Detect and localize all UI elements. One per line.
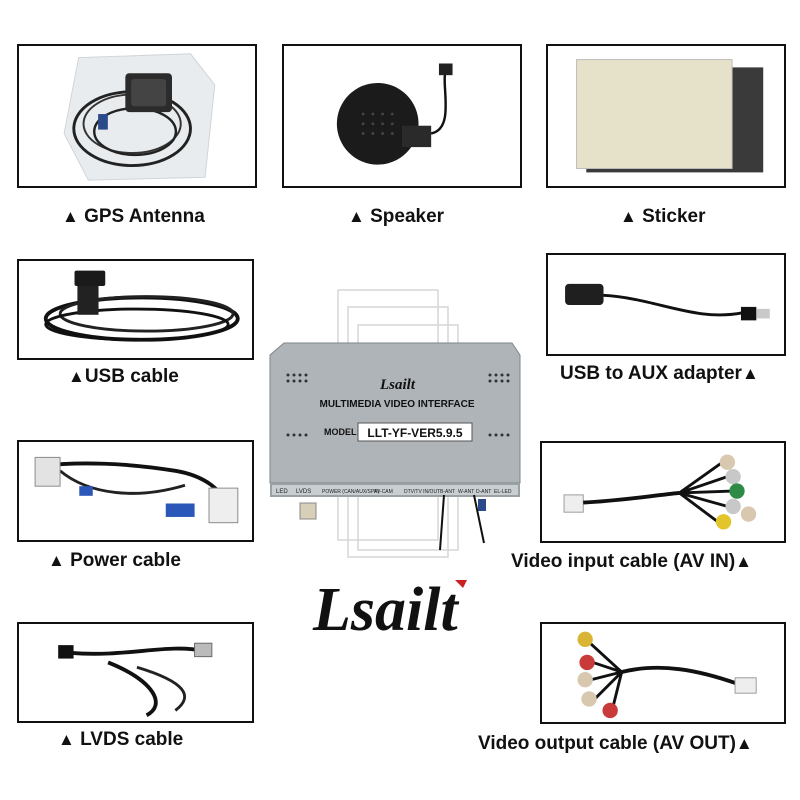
gps-antenna-caption: ▲ GPS Antenna: [62, 206, 205, 227]
port-label-dant: D-ANT: [476, 489, 491, 495]
port-label-power: POWER (CAN/AUX/SPK): [322, 489, 380, 495]
video-output-cable-photo: [540, 622, 786, 724]
gps-antenna-photo: [17, 44, 257, 188]
device-title: MULTIMEDIA VIDEO INTERFACE: [320, 399, 475, 410]
speaker-caption: ▲ Speaker: [348, 206, 445, 227]
port-label-bant: B-ANT: [440, 489, 455, 495]
device-brand: Lsailt: [379, 377, 416, 393]
power-cable-caption: ▲ Power cable: [48, 550, 181, 571]
sticker-caption: ▲ Sticker: [620, 206, 706, 227]
device-model-label: MODEL:: [324, 427, 360, 437]
port-label-lvds: LVDS: [296, 489, 311, 495]
usb-cable-photo: [17, 259, 254, 360]
device-model-value: LLT-YF-VER5.9.5: [367, 426, 462, 440]
speaker-photo: [282, 44, 522, 188]
port-label-led: LED: [276, 489, 288, 495]
power-cable-photo: [17, 440, 254, 542]
port-label-avcam: AV-CAM: [374, 489, 393, 495]
lsailt-logo: Lsailt: [305, 562, 510, 652]
lvds-cable-caption: ▲ LVDS cable: [58, 729, 184, 750]
video-input-cable-caption: Video input cable (AV IN)▲: [511, 551, 752, 572]
port-label-want: W-ANT: [458, 489, 474, 495]
usb-aux-adapter-caption: USB to AUX adapter▲: [560, 363, 759, 384]
usb-aux-adapter-photo: [546, 253, 786, 356]
video-interface-device: Lsailt MULTIMEDIA VIDEO INTERFACE MODEL:…: [262, 285, 532, 560]
video-output-cable-caption: Video output cable (AV OUT)▲: [478, 733, 753, 754]
usb-cable-caption: ▲USB cable: [68, 366, 179, 387]
port-label-dtv: DTV/TV IN/OUT: [404, 489, 440, 495]
video-input-cable-photo: [540, 441, 786, 543]
svg-text:Lsailt: Lsailt: [312, 576, 459, 644]
sticker-photo: [546, 44, 786, 188]
lvds-cable-photo: [17, 622, 254, 723]
port-label-elled: EL-LED: [494, 489, 512, 495]
